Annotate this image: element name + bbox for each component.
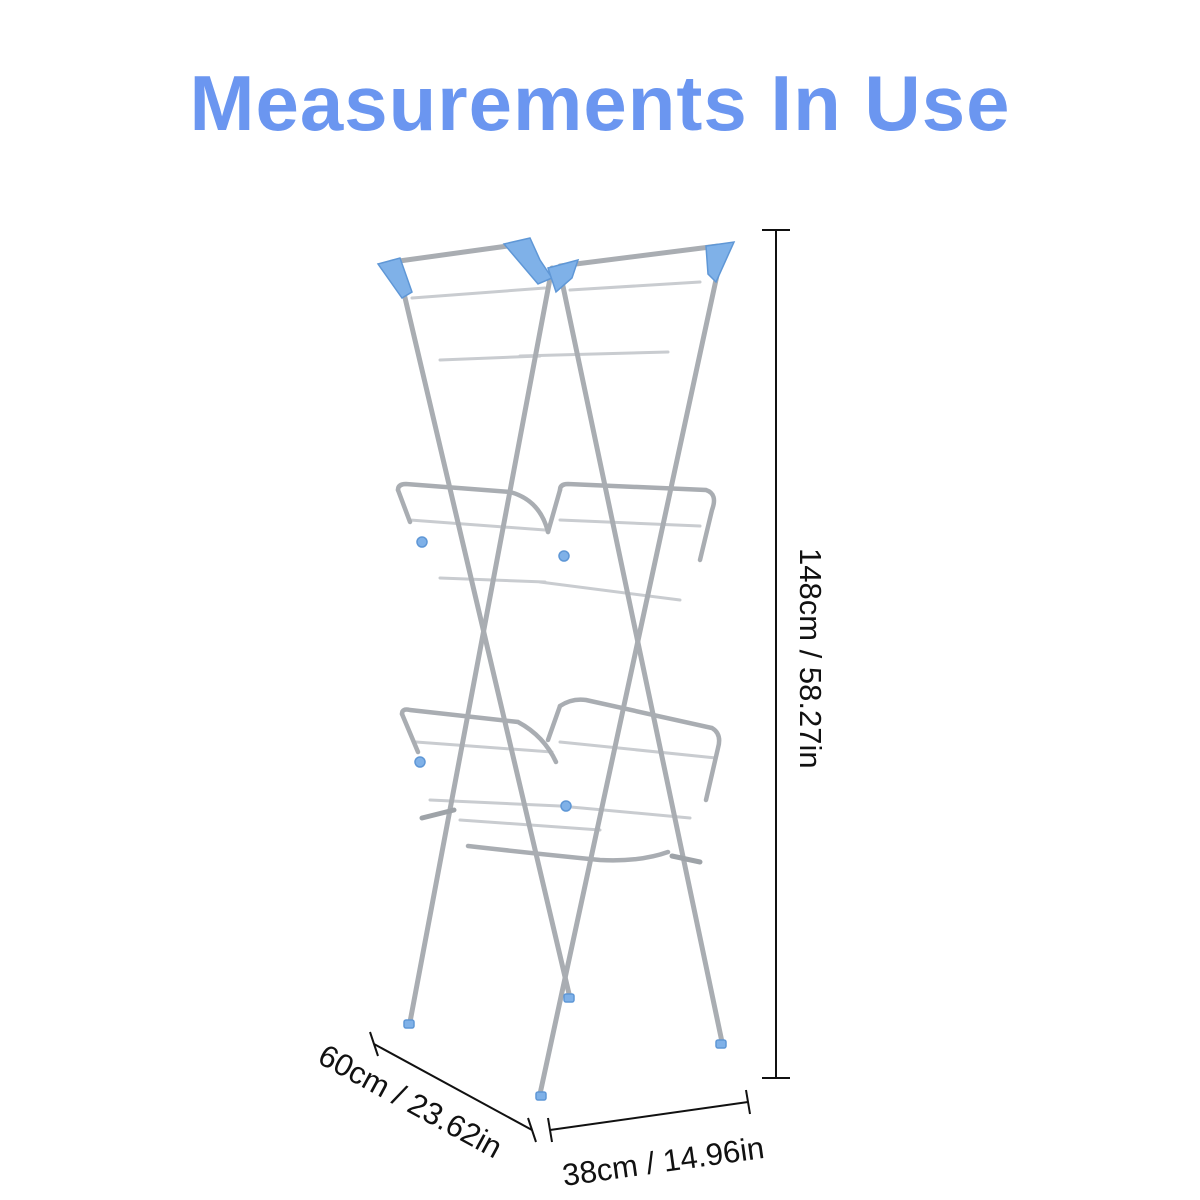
blue-caps: [376, 237, 736, 1101]
page-title: Measurements In Use: [189, 59, 1011, 147]
depth-dimension: [369, 1031, 537, 1143]
width-label: 38cm / 14.96in: [560, 1130, 766, 1193]
width-dimension: [547, 1089, 751, 1143]
lower-tier-arms: [399, 697, 722, 863]
height-label: 148cm / 58.27in: [793, 548, 828, 769]
top-rails: [389, 241, 721, 269]
rack-legs: [395, 249, 725, 1097]
side-brackets: [419, 807, 703, 865]
height-dimension: [762, 229, 790, 1079]
drying-rack: [376, 237, 736, 1101]
middle-tier-arms: [395, 481, 717, 563]
rack-wires: [408, 280, 718, 832]
